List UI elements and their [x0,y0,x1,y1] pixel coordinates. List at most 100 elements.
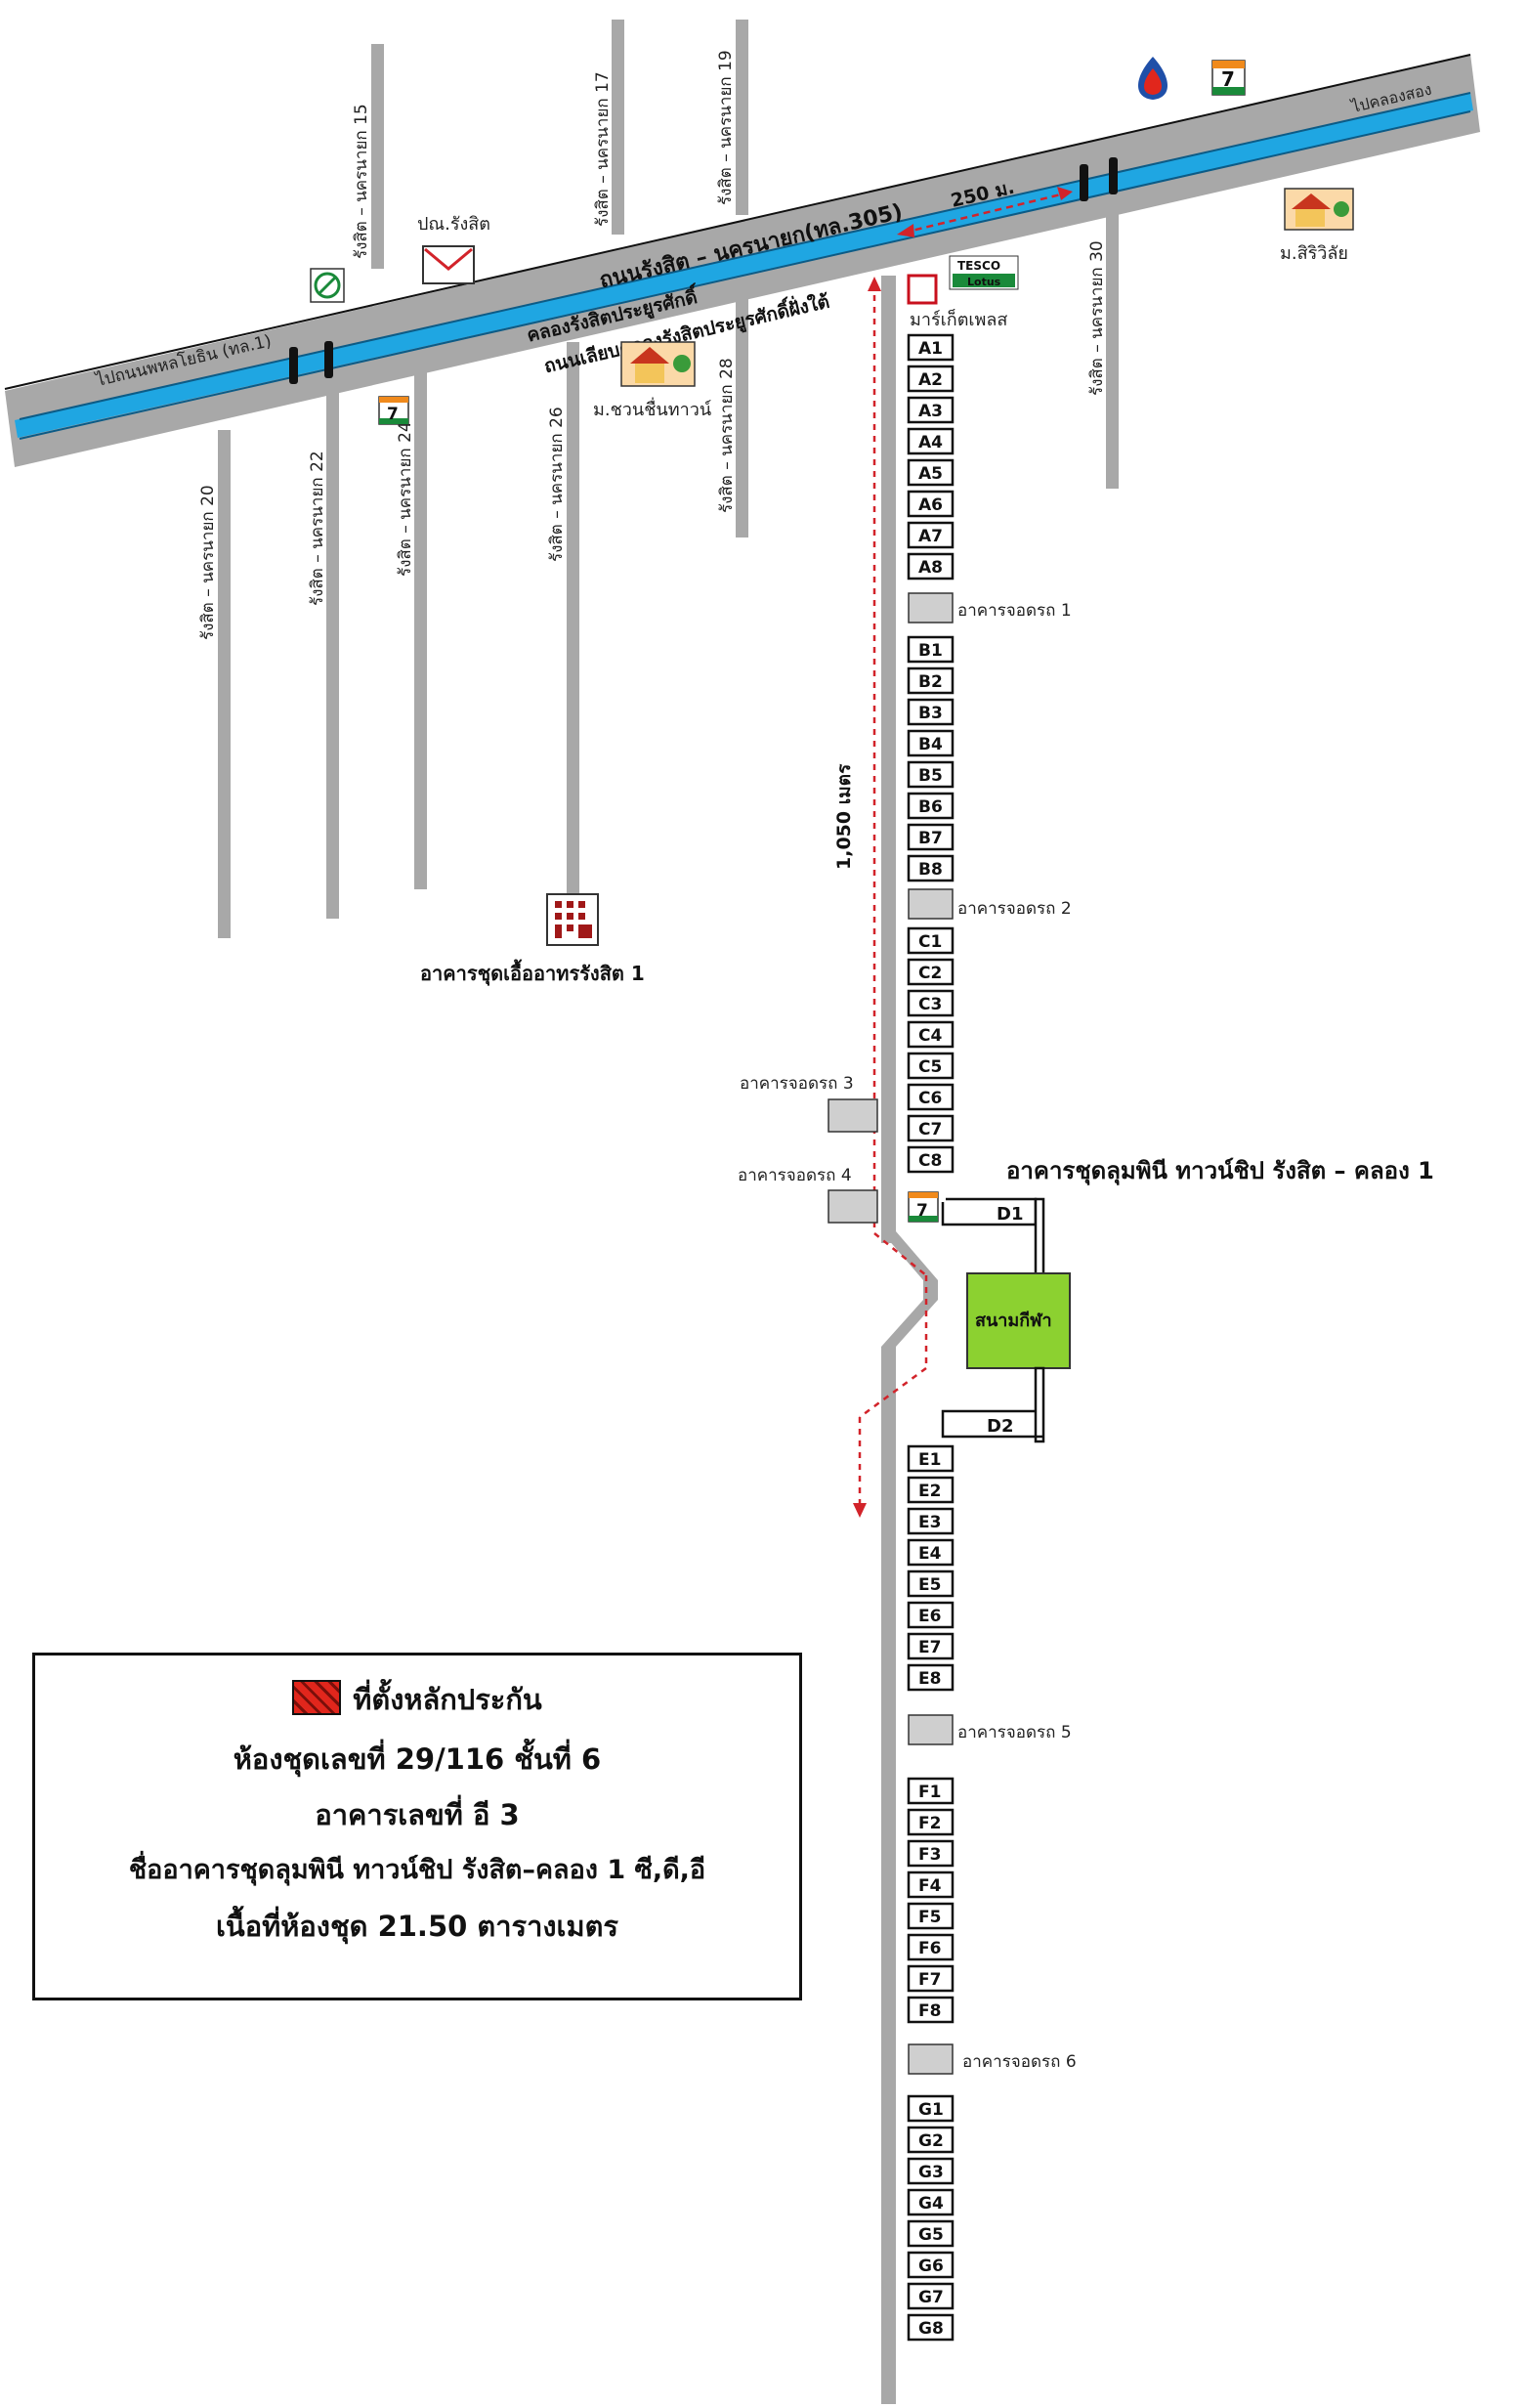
soi-17-road [612,20,624,235]
collateral-hatch-icon [292,1680,342,1715]
market-icon [907,274,938,305]
building-A6-box [907,490,955,518]
building-D2-label: D2 [987,1416,1013,1437]
building-C5-label: C5 [918,1057,942,1077]
parking-6-box [908,2043,954,2075]
soi-19-road [736,20,748,215]
building-E3-box [907,1507,955,1535]
building-E5-box [907,1570,955,1598]
building-F3-box [907,1839,955,1868]
building-F1-box [907,1777,955,1805]
soi-labels: รังสิต – นครนายก 15 รังสิต – นครนายก 17 … [198,50,1107,640]
sport-field-label: สนามกีฬา [975,1311,1052,1331]
building-B3-box [907,698,955,726]
parking-3-box [828,1098,878,1133]
building-B6-box [907,792,955,820]
building-C1-label: C1 [918,932,942,952]
note-area: เนื้อที่ห้องชุด 21.50 ตารางเมตร [216,1910,618,1943]
condo-building-icon [546,893,599,946]
parking-1-box [908,592,954,624]
building-G1-label: G1 [918,2100,944,2120]
building-C2-label: C2 [918,964,942,983]
bank-icon [310,268,345,303]
sport-field [966,1272,1071,1369]
soi-28-label: รังสิต – นครนายก 28 [717,358,737,513]
soi-22-label: รังสิต – นครนายก 22 [308,451,327,606]
building-E3-label: E3 [918,1513,941,1532]
mail-icon [422,245,475,284]
parking-6-label: อาคารจอดรถ 6 [962,2052,1077,2072]
building-B5-box [907,760,955,789]
building-G6-label: G6 [918,2257,944,2276]
parking-buildings: อาคารจอดรถ 1 อาคารจอดรถ 2 อาคารจอดรถ 3 อ… [738,592,1077,2075]
tesco-lotus-logo: TESCO Lotus [949,255,1019,290]
building-B8-box [907,854,955,882]
building-A7-label: A7 [918,527,943,546]
building-A4-label: A4 [918,433,943,452]
distance-north-south: 1,050 เมตร [833,277,928,1518]
building-E6-box [907,1601,955,1629]
building-C3-box [907,989,955,1017]
building-C6-box [907,1083,955,1111]
building-G1-box [907,2094,955,2123]
building-G3-label: G3 [918,2163,944,2182]
building-F5-box [907,1902,955,1930]
building-C4-label: C4 [918,1026,942,1046]
building-blocks: A1A2A3A4A5A6A7A8B1B2B3B4B5B6B7B8C1C2C3C4… [907,333,955,2342]
building-A8-box [907,552,955,580]
building-G2-box [907,2126,955,2154]
building-G5-box [907,2219,955,2248]
parking-3-label: อาคารจอดรถ 3 [740,1074,854,1094]
building-C7-label: C7 [918,1120,942,1140]
soi-15-label: รังสิต – นครนายก 15 [352,104,371,259]
building-C6-label: C6 [918,1089,942,1108]
note-legend-line: ที่ตั้งหลักประกัน [35,1677,799,1722]
project-name-label: อาคารชุดลุมพินี ทาวน์ชิป รังสิต – คลอง 1 [1006,1157,1434,1186]
building-F7-label: F7 [918,1970,941,1990]
building-A2-box [907,365,955,393]
soi-22-road [326,391,339,919]
soi-20-label: รังสิต – นครนายก 20 [198,485,218,640]
building-B4-box [907,729,955,757]
building-E4-box [907,1538,955,1567]
soi-26-label: รังสิต – นครนายก 26 [547,407,567,562]
building-B4-label: B4 [918,735,943,754]
market-label: มาร์เก็ตเพลส [910,308,1007,330]
building-E7-box [907,1632,955,1660]
road-edge-north [4,54,1471,390]
condo-eua-label: อาคารชุดเอื้ออาทรรังสิต 1 [420,959,645,986]
building-A3-box [907,396,955,424]
building-A2-label: A2 [918,370,943,390]
soi-roads [218,20,1119,938]
soi-30-road [1106,166,1119,489]
parking-5-label: อาคารจอดรถ 5 [957,1723,1072,1742]
parking-4-box [828,1189,878,1224]
building-E8-box [907,1663,955,1692]
building-C2-box [907,958,955,986]
building-G3-box [907,2157,955,2185]
building-F1-label: F1 [918,1783,941,1802]
soi-26-road [567,342,579,928]
soi-20-road [218,430,231,938]
building-A5-label: A5 [918,464,943,484]
soi-15-road [371,44,384,269]
building-F8-label: F8 [918,2001,941,2021]
building-E7-label: E7 [918,1638,941,1657]
building-E1-label: E1 [918,1450,941,1470]
building-B1-label: B1 [918,641,943,661]
village-chuan-label: ม.ชวนชื่นทาวน์ [593,397,711,420]
building-C4-box [907,1020,955,1049]
building-E2-box [907,1476,955,1504]
svg-text:7: 7 [1221,67,1235,91]
building-E1-box [907,1444,955,1473]
building-A7-box [907,521,955,549]
seven-eleven-icon-project: 7 [908,1191,939,1223]
building-A6-label: A6 [918,495,943,515]
building-E4-label: E4 [918,1544,942,1564]
collateral-note: ที่ตั้งหลักประกัน ห้องชุดเลขที่ 29/116 ช… [32,1653,802,2000]
parking-1-label: อาคารจอดรถ 1 [957,601,1072,621]
village-siri-label: ม.สิริวิลัย [1280,243,1348,264]
building-G4-box [907,2188,955,2216]
svg-text:Lotus: Lotus [967,276,1001,288]
bridge-east-1 [1080,164,1088,201]
